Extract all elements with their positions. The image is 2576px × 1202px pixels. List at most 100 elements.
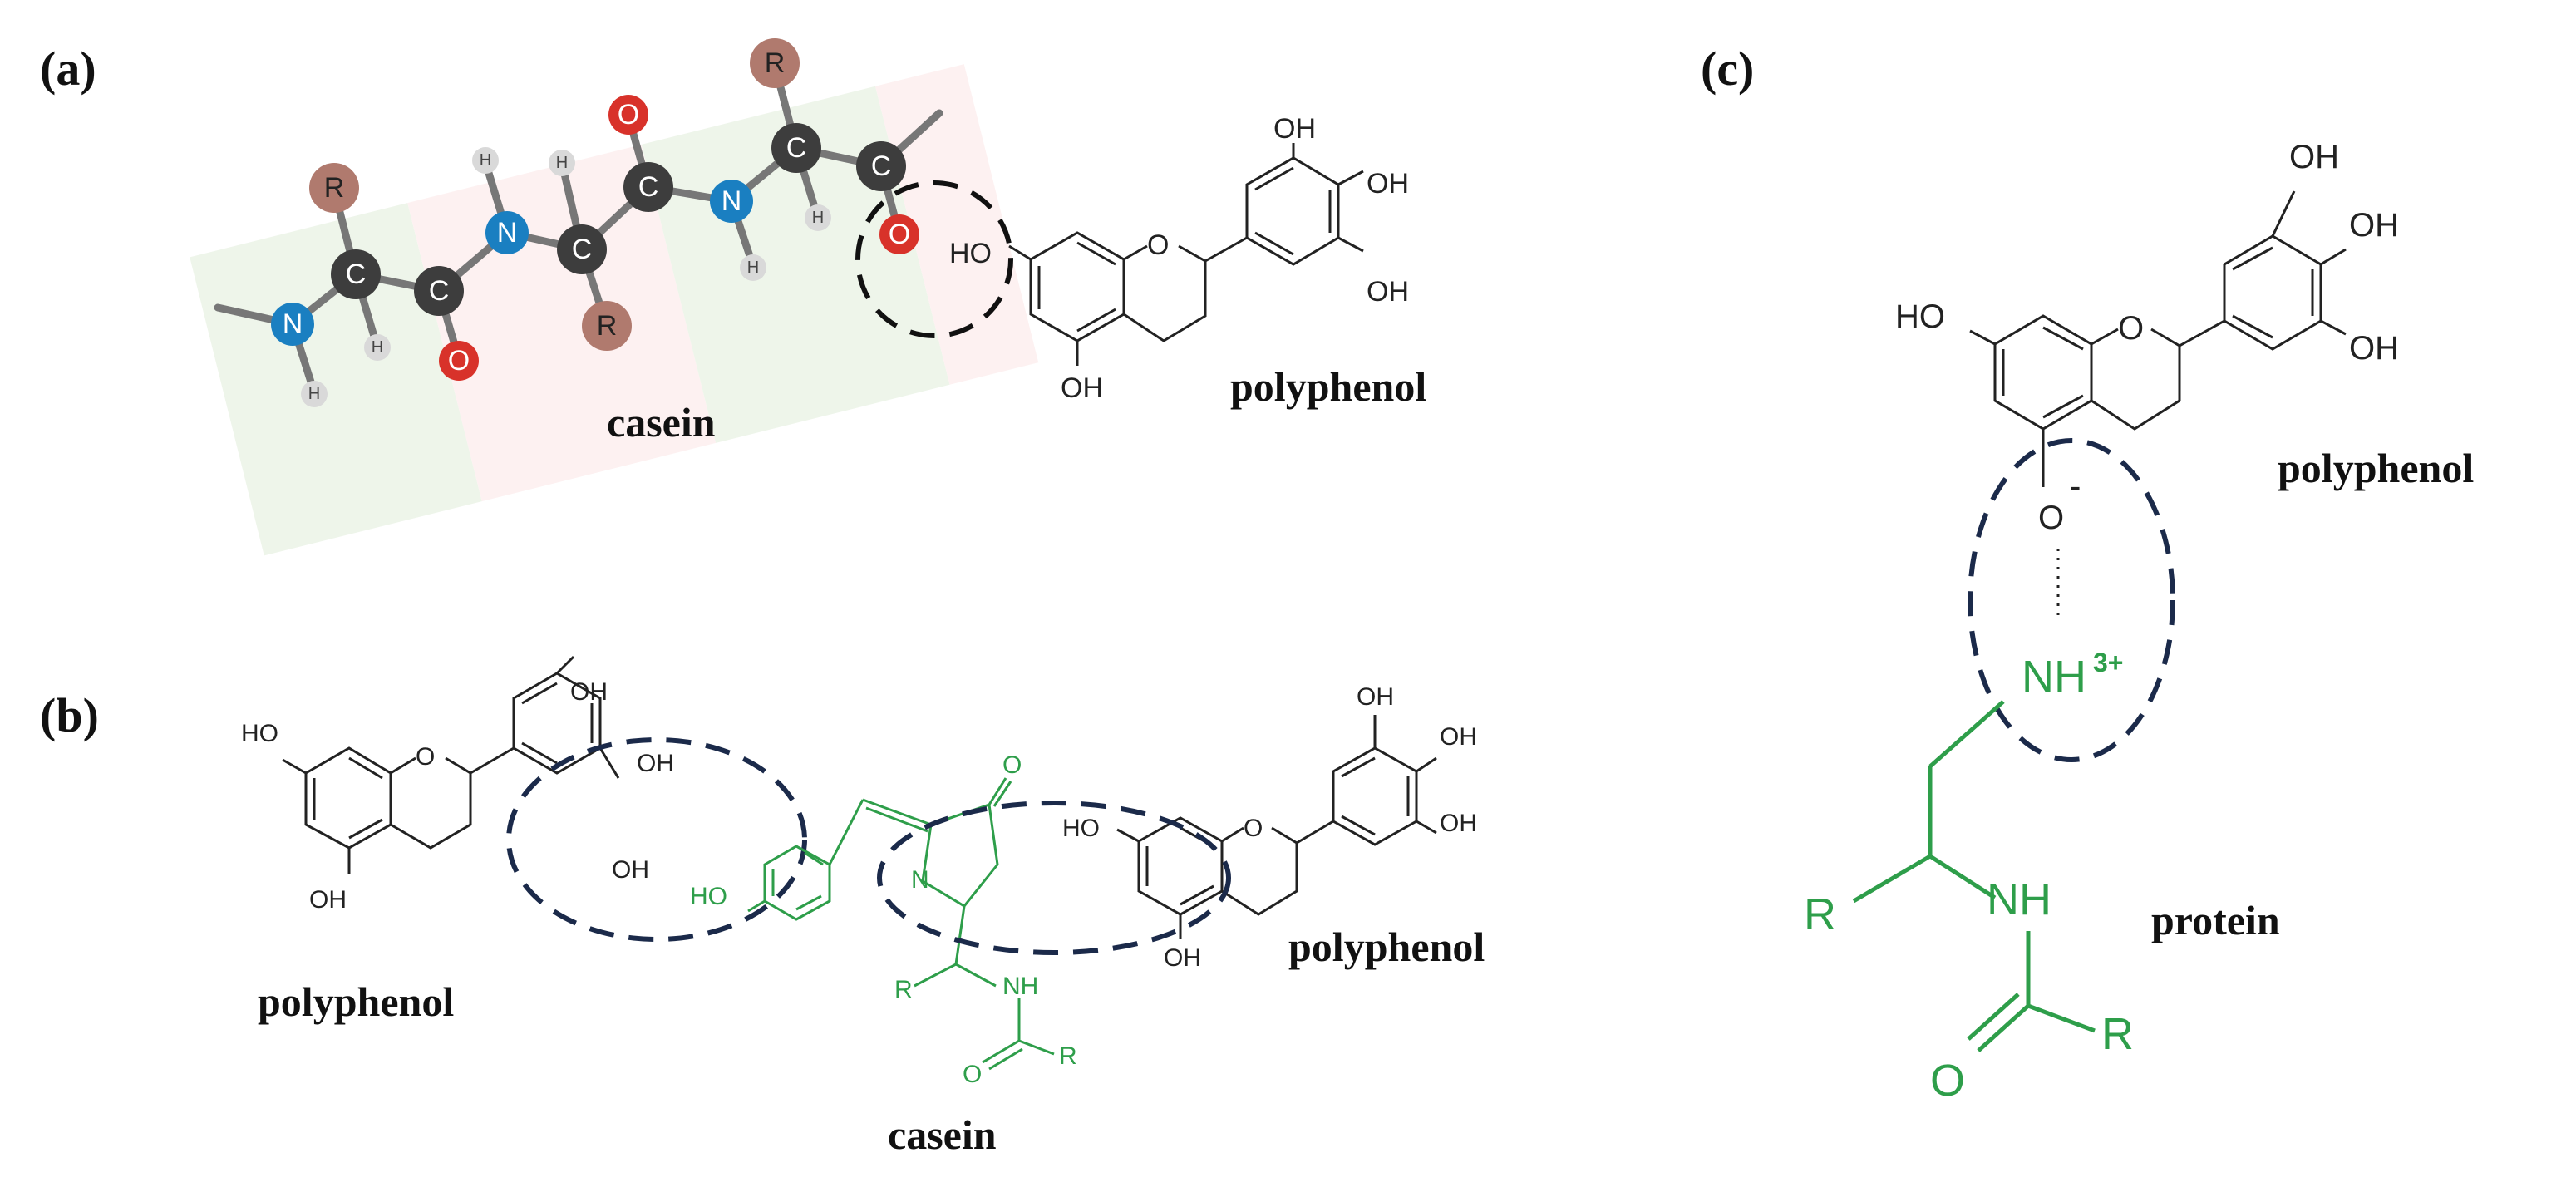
- oxygen-atom: [879, 214, 919, 254]
- hydroxyl-label: OH: [1367, 276, 1409, 308]
- svg-text:C: C: [572, 234, 593, 265]
- protein-r-group-label: R: [1804, 889, 1836, 939]
- casein-caption-b: casein: [888, 1111, 997, 1158]
- svg-text:N: N: [497, 217, 518, 249]
- svg-text:H: H: [556, 154, 568, 172]
- hydroxyl-label: OH: [1061, 372, 1103, 404]
- polyphenol-structure-b-right: [1116, 715, 1437, 939]
- hydrogen-atom: [472, 147, 499, 174]
- hydrogen-atom: [301, 381, 328, 407]
- carbon-atom: [414, 266, 464, 316]
- nitrogen-atom: [710, 180, 753, 223]
- hydroxyl-label: OH: [1164, 944, 1201, 972]
- polyphenol-structure-b-left: [282, 655, 620, 874]
- svg-text:H: H: [747, 259, 759, 277]
- hydroxyl-label: OH: [1357, 683, 1394, 711]
- hydroxyl-label: HO: [1062, 815, 1100, 842]
- carbon-atom: [856, 141, 906, 191]
- svg-text:C: C: [786, 132, 807, 164]
- svg-text:O: O: [889, 219, 910, 250]
- svg-text:R: R: [765, 47, 786, 79]
- svg-text:N: N: [283, 308, 303, 340]
- hydrogen-atom: [364, 334, 391, 361]
- ring-oxygen-label: O: [416, 743, 435, 771]
- svg-text:O: O: [448, 345, 470, 377]
- hydroxyl-label: OH: [1273, 113, 1316, 145]
- casein-caption-a: casein: [607, 399, 716, 446]
- hydroxyl-label: OH: [1440, 723, 1477, 751]
- carbon-atom: [331, 249, 381, 299]
- polyphenol-caption-b-left: polyphenol: [258, 978, 454, 1025]
- hydroxyl-label: OH: [637, 750, 674, 777]
- svg-text:N: N: [722, 185, 742, 217]
- protein-amine-label: NH: [1987, 874, 2051, 924]
- svg-text:C: C: [871, 150, 892, 182]
- polyphenol-caption-c: polyphenol: [2278, 445, 2474, 491]
- hydroxyl-label: OH: [2349, 330, 2399, 367]
- hydroxyl-label: HO: [241, 720, 278, 747]
- casein-r-group-label: R: [894, 976, 913, 1003]
- svg-text:R: R: [597, 310, 618, 342]
- oxygen-atom: [439, 341, 479, 381]
- hydrogen-atom: [549, 150, 575, 176]
- nitrogen-atom: [485, 211, 529, 254]
- casein-oxygen-label: O: [963, 1061, 982, 1088]
- casein-structure-b: [747, 777, 1055, 1071]
- protein-r-group-label: R: [2101, 1009, 2134, 1059]
- interaction-ellipse-c: [1968, 438, 2175, 762]
- svg-text:H: H: [480, 151, 491, 170]
- casein-oxygen-label: O: [1002, 751, 1022, 779]
- svg-text:H: H: [308, 385, 320, 403]
- protein-caption-c: protein: [2151, 897, 2280, 943]
- carbon-atom: [623, 162, 673, 212]
- ring-oxygen-label: O: [1147, 229, 1169, 261]
- ring-oxygen-label: O: [1244, 815, 1263, 842]
- carbon-atom: [771, 123, 821, 173]
- casein-peptide-atoms: N H C R H C O N H C H R C O N H C R: [271, 38, 919, 407]
- hydroxyl-label: HO: [1895, 298, 1945, 335]
- hydroxyl-label: OH: [309, 886, 347, 914]
- casein-r-group-label: R: [1059, 1042, 1077, 1070]
- r-group-atom: [582, 301, 632, 351]
- svg-text:C: C: [346, 259, 367, 290]
- interaction-ellipse-b-left: [506, 737, 807, 942]
- polyphenol-caption-b-right: polyphenol: [1288, 924, 1485, 970]
- oxygen-atom: [608, 95, 648, 135]
- svg-text:H: H: [372, 338, 383, 357]
- svg-text:O: O: [618, 99, 639, 131]
- hydroxyl-label: OH: [2349, 207, 2399, 244]
- panel-c-label: (c): [1701, 42, 1754, 96]
- carbon-atom: [557, 224, 607, 274]
- casein-hydroxyl-label: HO: [690, 883, 727, 910]
- panel-a-label: (a): [40, 42, 96, 96]
- hydroxyl-label: OH: [2289, 139, 2339, 175]
- svg-text:C: C: [429, 275, 450, 307]
- protein-oxygen-label: O: [1930, 1056, 1965, 1106]
- r-group-atom: [750, 38, 800, 88]
- polyphenol-structure-a: [1008, 143, 1364, 366]
- svg-text:H: H: [812, 209, 824, 227]
- oxide-charge-label: -: [2070, 468, 2081, 505]
- polyphenol-caption-a: polyphenol: [1230, 363, 1426, 410]
- ammonium-label: NH: [2022, 652, 2086, 702]
- panel-b-label: (b): [40, 688, 99, 742]
- hydroxyl-label: OH: [570, 678, 608, 706]
- hydroxyl-label: OH: [1367, 168, 1409, 200]
- ring-oxygen-label: O: [2118, 310, 2144, 347]
- hydroxyl-label: OH: [1440, 810, 1477, 837]
- svg-text:C: C: [638, 171, 659, 203]
- hydroxyl-label: OH: [612, 856, 649, 884]
- hydroxyl-label: HO: [949, 238, 992, 269]
- casein-nitrogen-label: N: [911, 866, 929, 894]
- polyphenol-structure-c: [1969, 190, 2347, 615]
- interaction-ellipse-b-right: [877, 801, 1231, 955]
- nitrogen-atom: [271, 303, 314, 346]
- protein-structure-c: [1852, 700, 2096, 1052]
- r-group-atom: [309, 163, 359, 213]
- casein-amine-label: NH: [1002, 973, 1038, 1000]
- ammonium-charge-label: 3+: [2093, 648, 2123, 677]
- oxide-label: O: [2038, 500, 2064, 536]
- interaction-ellipse-a: [855, 180, 1013, 338]
- hydrogen-atom: [740, 254, 766, 281]
